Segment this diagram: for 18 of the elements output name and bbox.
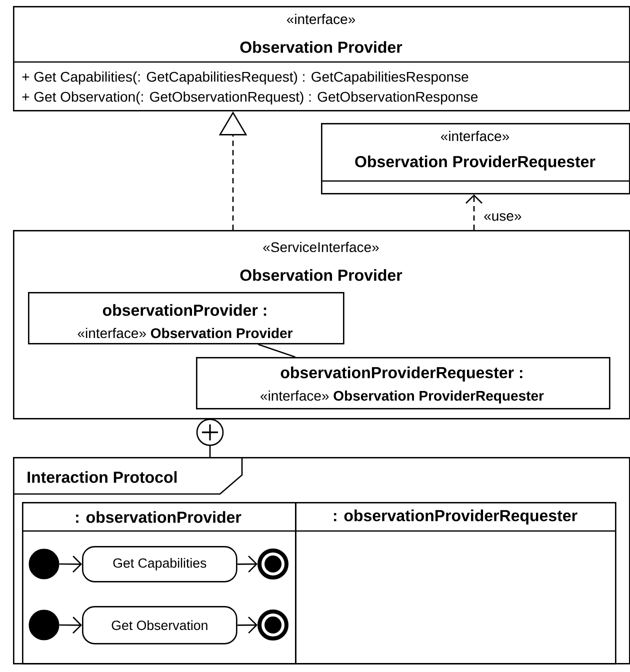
part-box: observationProvider : «interface» Observation Provider bbox=[28, 292, 344, 344]
final-node bbox=[258, 610, 288, 640]
arrow bbox=[59, 556, 82, 573]
initial-node bbox=[28, 548, 60, 580]
edge-label: «use» bbox=[482, 212, 524, 222]
interface-class-box: «interface» Observation ProviderRequester bbox=[321, 123, 630, 194]
final-node bbox=[258, 548, 288, 580]
action-box: Get Capabilities bbox=[82, 546, 238, 582]
action-box: Get Observation bbox=[82, 606, 238, 644]
initial-node bbox=[28, 610, 60, 640]
nesting-connector bbox=[196, 418, 224, 457]
arrow bbox=[237, 556, 258, 573]
swimlane: : observationProviderRequester bbox=[295, 502, 616, 664]
dependency-arrow bbox=[466, 194, 482, 230]
part-box: observationProviderRequester : «interface» Observation ProviderRequester bbox=[196, 357, 610, 410]
arrow bbox=[59, 616, 82, 634]
interface-class-box: «interface» Observation Provider + Get Capabilities(: GetCapabilitiesRequest) : GetCapabilitiesResponse + Get Observation(: GetObservationRequest) : GetObservationResponse bbox=[13, 6, 630, 112]
arrow bbox=[237, 616, 258, 634]
